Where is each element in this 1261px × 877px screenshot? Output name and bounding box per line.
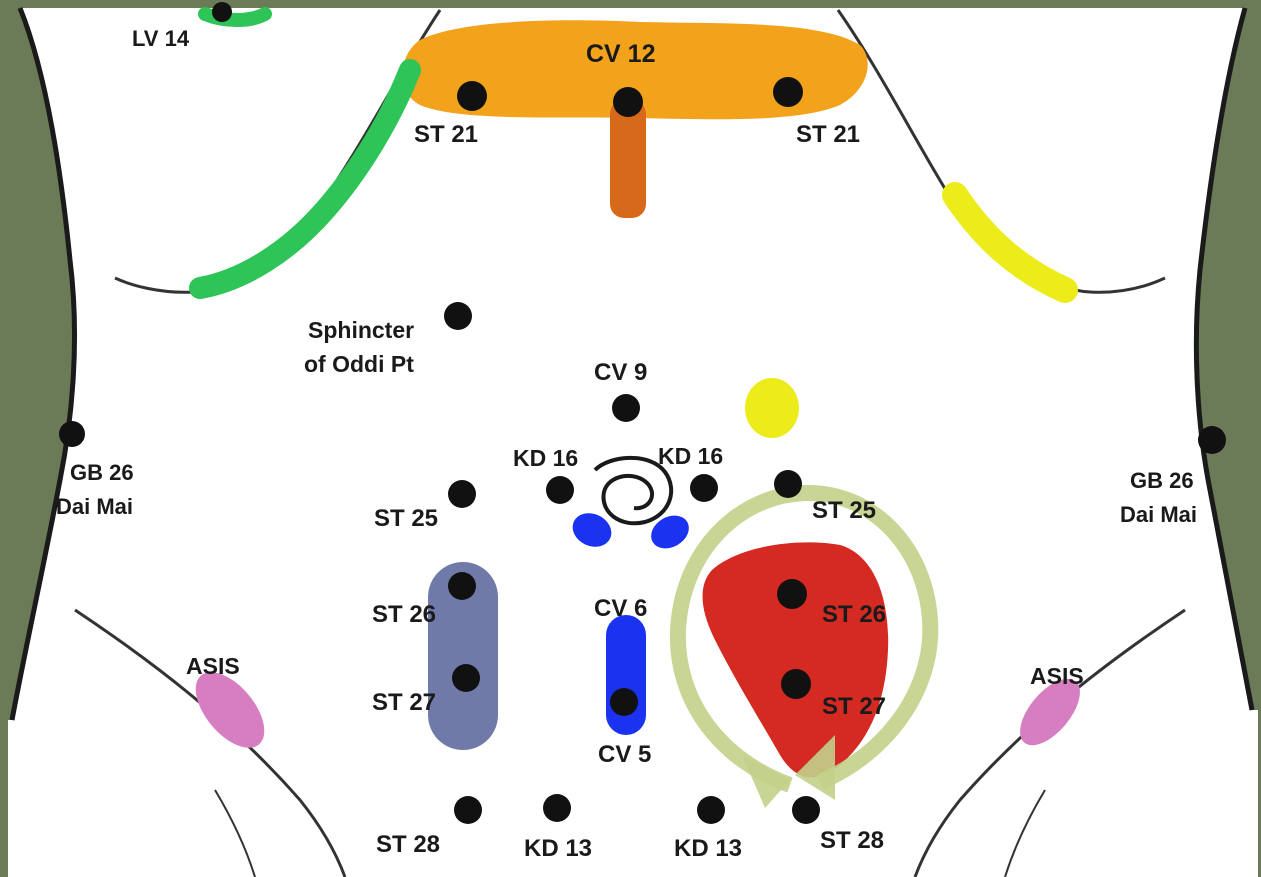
point-st26-right — [777, 579, 807, 609]
torso-edge-left — [9, 7, 78, 721]
point-kd16-right — [690, 474, 718, 502]
orange-upper-zone — [402, 20, 868, 120]
label-kd16-left: KD 16 — [513, 445, 578, 471]
label-st25-left: ST 25 — [374, 505, 438, 532]
orange-vertical-bar — [610, 100, 646, 218]
slate-vertical-zone — [428, 562, 498, 750]
point-lv14 — [212, 2, 232, 22]
navel-swirl — [593, 455, 674, 526]
label-kd13-right: KD 13 — [674, 835, 742, 862]
torso-edge-right — [1193, 7, 1255, 711]
point-kd13-right — [697, 796, 725, 824]
label-gb26-left-line2: Dai Mai — [56, 494, 133, 519]
label-st28-left: ST 28 — [376, 831, 440, 858]
point-kd13-left — [543, 794, 571, 822]
groin-line-right-inner — [1004, 789, 1046, 877]
point-sphincter-of-oddi — [444, 302, 472, 330]
point-gb26-left — [59, 421, 85, 447]
red-zone — [702, 542, 889, 778]
label-sphincter-line1: Sphincter — [308, 317, 414, 343]
label-st26-left: ST 26 — [372, 601, 436, 628]
arrow-head-left — [742, 755, 790, 808]
pink-right-zone — [1020, 678, 1080, 746]
point-st21-left — [457, 81, 487, 111]
label-st21-left: ST 21 — [414, 121, 478, 148]
point-st25-left — [448, 480, 476, 508]
torso-outline-left — [8, 8, 75, 720]
point-st26-left — [448, 572, 476, 600]
label-st27-right: ST 27 — [822, 693, 886, 720]
point-kd16-left — [546, 476, 574, 504]
point-st25-right — [774, 470, 802, 498]
label-cv5: CV 5 — [598, 741, 651, 768]
label-cv6: CV 6 — [594, 595, 647, 622]
groin-line-right — [913, 608, 1186, 877]
point-st27-left — [452, 664, 480, 692]
label-lv14: LV 14 — [132, 26, 190, 51]
label-st26-right: ST 26 — [822, 601, 886, 628]
label-kd13-left: KD 13 — [524, 835, 592, 862]
label-gb26-right-line1: GB 26 — [1130, 468, 1194, 493]
label-st27-left: ST 27 — [372, 689, 436, 716]
groin-line-left-inner — [214, 789, 256, 877]
yellow-spot-zone — [745, 378, 799, 438]
green-top-zone — [198, 7, 272, 27]
point-st28-left — [454, 796, 482, 824]
point-st21-right — [773, 77, 803, 107]
label-cv9: CV 9 — [594, 359, 647, 386]
blue-right-zone — [651, 515, 689, 549]
acupuncture-points — [59, 2, 1226, 824]
point-cv12 — [613, 87, 643, 117]
label-st28-right: ST 28 — [820, 827, 884, 854]
label-gb26-left-line1: GB 26 — [70, 460, 134, 485]
label-cv12: CV 12 — [586, 40, 655, 68]
point-cv5 — [610, 688, 638, 716]
pink-left-zone — [195, 672, 265, 748]
label-st25-right: ST 25 — [812, 497, 876, 524]
blue-vertical-zone — [606, 615, 646, 735]
point-cv9 — [612, 394, 640, 422]
blue-left-zone — [572, 513, 612, 547]
groin-line-left — [74, 608, 347, 877]
label-asis-left: ASIS — [186, 653, 240, 679]
point-gb26-right — [1198, 426, 1226, 454]
label-sphincter-line2: of Oddi Pt — [304, 351, 414, 377]
circular-arrow-annotation — [669, 484, 939, 793]
label-kd16-right: KD 16 — [658, 443, 723, 469]
point-st27-right — [781, 669, 811, 699]
yellow-rib-zone — [942, 182, 1078, 303]
label-gb26-right-line2: Dai Mai — [1120, 502, 1197, 527]
point-st28-right — [792, 796, 820, 824]
green-rib-zone — [189, 59, 421, 299]
arrow-head-right — [795, 735, 835, 800]
label-asis-right: ASIS — [1030, 663, 1084, 689]
label-st21-right: ST 21 — [796, 121, 860, 148]
